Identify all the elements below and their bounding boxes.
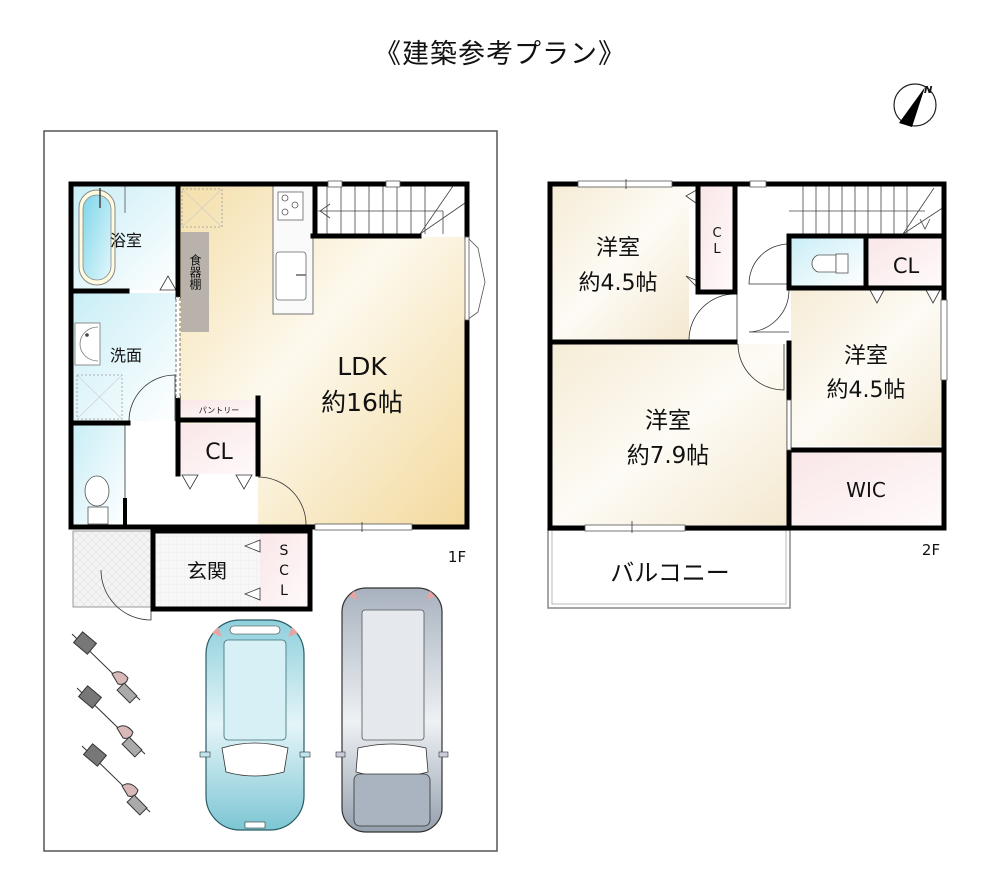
- room-size-western-b: 約4.5帖: [827, 378, 906, 403]
- kitchen-counter: [272, 185, 314, 315]
- washbasin-icon: [74, 322, 101, 366]
- room-label-scl-l: L: [280, 583, 288, 599]
- room-label-western-a: 洋室: [596, 236, 640, 261]
- room-label-scl-c: C: [279, 563, 289, 579]
- floor2-walls: [547, 181, 947, 531]
- washing-machine-space: [76, 374, 123, 420]
- stairs-1f: [315, 186, 467, 234]
- room-label-closet-1f: CL: [205, 440, 233, 465]
- room-label-pantry: パントリー: [199, 406, 239, 415]
- wic-area: [791, 452, 944, 525]
- room-label-cl-a-c: C: [712, 226, 721, 241]
- room-size-western-c: 約7.9帖: [627, 443, 710, 469]
- bathtub-icon: [78, 188, 116, 286]
- stove-icon: [277, 191, 304, 221]
- floor-label-2f: 2F: [922, 541, 940, 559]
- western-room-b-area: [791, 290, 944, 446]
- room-label-dish-shelf: 食器棚: [188, 253, 202, 291]
- room-label-scl-s: S: [280, 543, 289, 559]
- floor-label-1f: 1F: [448, 548, 466, 566]
- bicycle-icon: [76, 685, 146, 758]
- closet-a-area: [700, 186, 733, 292]
- room-label-ldk: LDK: [337, 352, 387, 381]
- stairs-2f: [789, 186, 944, 235]
- room-size-ldk: 約16帖: [321, 388, 403, 417]
- entrance-area: [155, 531, 260, 609]
- shoe-closet-area: [260, 531, 310, 609]
- room-label-wic: WIC: [846, 478, 886, 502]
- car-icon-silver: [335, 587, 449, 833]
- room-label-washroom: 洗面: [110, 346, 142, 365]
- room-label-cl-a-l: L: [713, 242, 721, 257]
- western-room-a-area: [552, 186, 689, 341]
- fridge-space: [181, 188, 223, 228]
- room-label-western-c: 洋室: [645, 408, 691, 434]
- toilet-icon: [84, 475, 110, 525]
- balcony-area: [547, 529, 791, 609]
- dish-shelf: [181, 232, 209, 332]
- svg-text:食器棚: 食器棚: [188, 253, 202, 291]
- room-label-western-b: 洋室: [844, 344, 888, 369]
- room-label-bath: 浴室: [110, 231, 142, 250]
- pantry-area: [180, 400, 258, 418]
- closet-b-area: [869, 238, 944, 286]
- room-label-balcony: バルコニー: [610, 559, 730, 587]
- north-compass-icon: N: [893, 83, 937, 127]
- bicycle-icon: [81, 743, 151, 816]
- lot-boundary: [43, 130, 498, 852]
- compass-north-label: N: [924, 85, 933, 96]
- room-size-western-a: 約4.5帖: [579, 271, 658, 296]
- floor1-walls: [68, 181, 470, 612]
- room-label-entrance: 玄関: [187, 559, 227, 583]
- toilet-2f-icon: [811, 253, 849, 274]
- western-room-c-area: [552, 344, 788, 525]
- bicycle-icons: [71, 631, 151, 816]
- bicycle-icon: [71, 631, 141, 704]
- plan-title: 《建築参考プラン》: [374, 39, 626, 70]
- sink-icon: [275, 251, 307, 301]
- room-label-cl-b: CL: [893, 254, 920, 278]
- car-icon-teal: [199, 619, 311, 831]
- closet-1f-area: [180, 424, 258, 474]
